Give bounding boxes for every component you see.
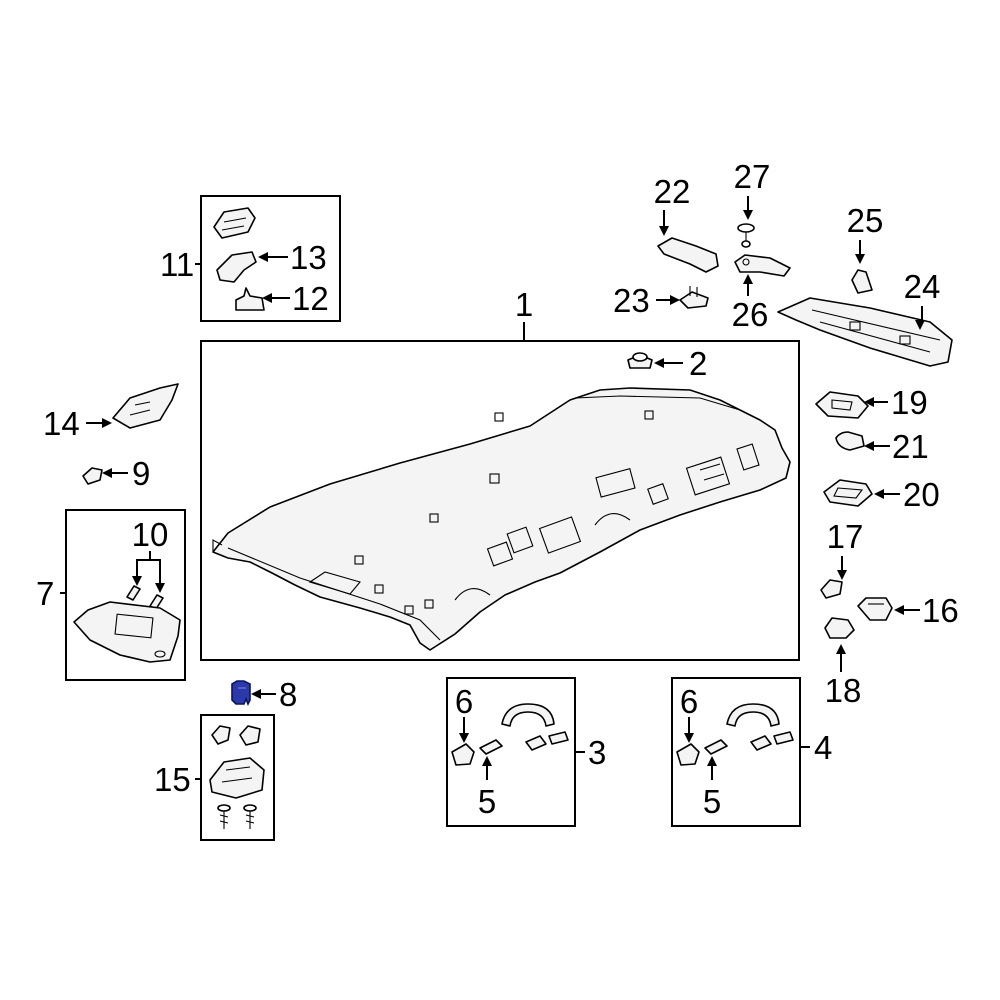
leader-lines (60, 196, 925, 780)
part-15-clips (211, 725, 261, 746)
part-15-screws (217, 804, 257, 829)
callout-8: 8 (279, 676, 297, 713)
part-22-bracket (657, 237, 719, 273)
part-15-bracket (209, 757, 265, 799)
part-25-clip (851, 269, 873, 294)
callout-16: 16 (922, 592, 959, 629)
callout-5b: 5 (703, 783, 721, 820)
callout-18: 18 (825, 672, 862, 709)
part-16-hook (857, 597, 893, 621)
callout-6b: 6 (680, 683, 698, 720)
part-8-highlighted-clip (231, 680, 251, 706)
callout-19: 19 (891, 384, 928, 421)
callout-1: 1 (515, 286, 533, 323)
headliner-box (200, 340, 800, 661)
callout-13: 13 (290, 239, 327, 276)
part-5-clip-right (704, 739, 728, 755)
callout-6a: 6 (455, 683, 473, 720)
callout-10: 10 (132, 516, 169, 553)
part-21-bulb (835, 431, 865, 451)
callout-11: 11 (160, 246, 194, 283)
part-13-bracket (216, 251, 257, 283)
part-20-lens (823, 479, 873, 507)
part-17-clip (820, 579, 843, 599)
callout-9: 9 (132, 455, 150, 492)
callout-26: 26 (732, 296, 769, 333)
callout-23: 23 (613, 282, 650, 319)
callout-21: 21 (892, 428, 929, 465)
callout-27: 27 (734, 158, 771, 195)
callout-15: 15 (154, 761, 191, 798)
part-6-cover-right (676, 743, 700, 766)
callout-12: 12 (292, 280, 329, 317)
part-7-sun-visor (73, 601, 181, 663)
part-23-clip (679, 286, 709, 309)
part-4-clips (750, 731, 794, 751)
callout-2: 2 (689, 345, 707, 382)
part-9-clip (82, 467, 103, 485)
callout-22: 22 (654, 173, 691, 210)
callout-5a: 5 (478, 783, 496, 820)
callout-24: 24 (904, 268, 941, 305)
group-box-7 (65, 509, 186, 681)
callout-14: 14 (43, 405, 80, 442)
part-18-cover (824, 617, 855, 639)
part-12-clip (235, 287, 265, 311)
group-box-11 (200, 195, 341, 322)
group-box-4 (671, 677, 801, 827)
part-11-cover (213, 207, 256, 239)
part-3-clips (525, 731, 569, 751)
callout-17: 17 (827, 518, 864, 555)
headliner-panel (212, 387, 791, 651)
callout-3: 3 (588, 734, 606, 771)
part-24-rear-trim (777, 297, 953, 367)
callout-7: 7 (36, 575, 54, 612)
part-5-clip-left (479, 739, 503, 755)
clip-part-2 (627, 352, 653, 369)
callout-20: 20 (903, 476, 940, 513)
part-4-grab-handle (726, 703, 780, 727)
callouts: 1 2 3 4 5 5 6 6 7 8 9 10 11 12 13 14 15 … (36, 158, 959, 820)
callout-25: 25 (847, 202, 884, 239)
part-6-cover-left (451, 743, 475, 766)
part-27-bolt (737, 223, 755, 248)
callout-4: 4 (814, 729, 832, 766)
group-box-15 (200, 714, 275, 841)
part-19-lamp (815, 391, 869, 419)
part-26-bracket (734, 254, 791, 277)
part-3-grab-handle (501, 703, 555, 727)
part-14-bracket (112, 383, 179, 429)
